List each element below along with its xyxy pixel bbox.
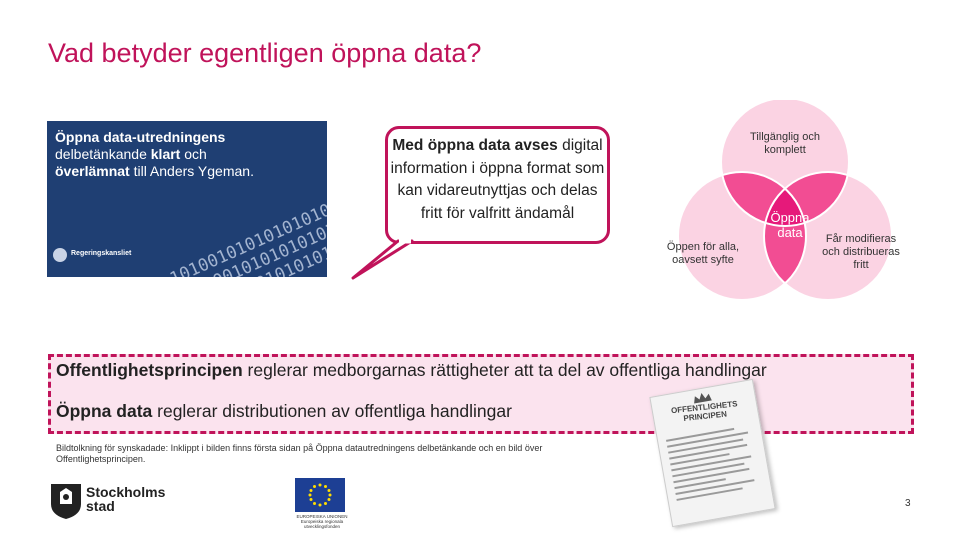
offentlighetsprincipen-document-image: OFFENTLIGHETS PRINCIPEN — [649, 378, 776, 528]
cover-line-1: Öppna data-utredningens — [55, 129, 226, 145]
venn-label-top: Tillgänglig och komplett — [750, 131, 820, 156]
venn-label-left: Öppen för alla, oavsett syfte — [666, 241, 740, 266]
document-title: OFFENTLIGHETS PRINCIPEN — [670, 399, 738, 423]
cover-line-3: överlämnat till Anders Ygeman. — [55, 163, 254, 179]
speech-bubble-tail-icon — [351, 238, 414, 280]
venn-label-right: Får modifieras och distribueras fritt — [822, 233, 900, 271]
eu-flag-icon — [295, 478, 345, 512]
definition-bold: Med öppna data avses — [392, 137, 558, 154]
report-cover-image: Öppna data-utredningens delbetänkande kl… — [47, 121, 327, 277]
crest-icon — [53, 248, 67, 262]
document-text-lines — [666, 425, 762, 505]
statements-box — [48, 354, 914, 434]
eu-fund-label: EUROPEISKA UNIONEN Europeiska regionala … — [296, 514, 348, 529]
image-caption: Bildtolkning för synskadade: Inklippt i … — [56, 443, 543, 464]
stockholms-stad-logo — [51, 484, 81, 519]
page-title: Vad betyder egentligen öppna data? — [48, 38, 482, 68]
venn-circles — [677, 97, 893, 301]
page-number: 3 — [905, 498, 911, 509]
cover-logo-label: Regeringskansliet — [71, 250, 132, 257]
crown-icon — [694, 393, 712, 404]
open-data-venn-diagram: Tillgänglig och komplett Öppen för alla,… — [660, 97, 920, 330]
statement-offentlighetsprincipen: Offentlighetsprincipen reglerar medborga… — [56, 360, 767, 380]
cover-line-2: delbetänkande klart och — [55, 146, 207, 162]
stockholms-stad-wordmark: Stockholms stad — [86, 484, 166, 514]
statement-oppna-data: Öppna data reglerar distributionen av of… — [56, 401, 512, 421]
definition-text: digital information i öppna format som k… — [390, 137, 605, 222]
definition-bubble: Med öppna data avses digital information… — [385, 126, 610, 244]
venn-label-center: Öppna data — [770, 210, 810, 240]
